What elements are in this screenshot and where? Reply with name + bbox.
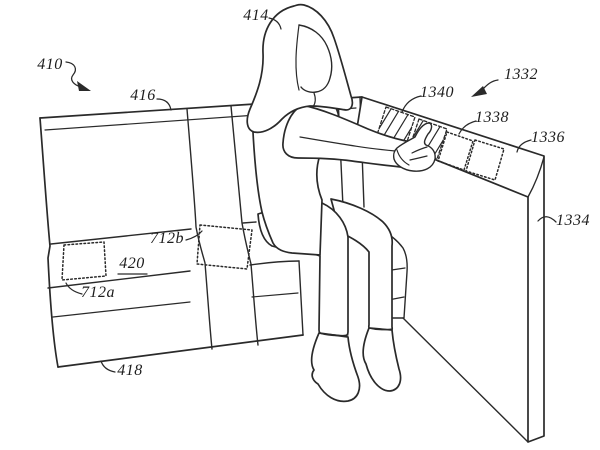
ref-label-416: 416 xyxy=(130,87,156,104)
leader-712b xyxy=(185,230,203,241)
leader-1338 xyxy=(458,120,477,135)
leader-1340 xyxy=(401,95,422,113)
ref-label-420: 420 xyxy=(119,255,145,272)
display-region-1338-a xyxy=(437,131,474,171)
person-face xyxy=(298,24,333,93)
seat-sensor-region-712b xyxy=(196,224,253,270)
reference-numerals: 410 416 414 1332 1340 1338 1336 1334 712… xyxy=(37,7,590,379)
ref-label-1332: 1332 xyxy=(504,66,538,83)
ref-label-414: 414 xyxy=(243,7,269,24)
leader-1336 xyxy=(516,139,532,153)
person-hand xyxy=(392,122,436,172)
person-hair xyxy=(246,3,354,134)
wall-cap-curve xyxy=(527,156,545,198)
ref-label-410: 410 xyxy=(37,56,63,73)
ref-label-418: 418 xyxy=(117,362,143,379)
seat-front-edge xyxy=(47,260,300,289)
seat-sensor-region-712a xyxy=(61,241,107,281)
ref-label-1338: 1338 xyxy=(475,109,509,126)
ref-label-1334: 1334 xyxy=(556,212,590,229)
leader-712a xyxy=(65,282,83,295)
bench-front-corner xyxy=(298,260,304,336)
ref-label-1340: 1340 xyxy=(420,84,454,101)
ref-label-712b: 712b xyxy=(150,230,184,247)
neck-line xyxy=(312,92,316,108)
bench-divider-band xyxy=(186,105,259,350)
arrowhead-410 xyxy=(77,81,91,91)
person-near-boot xyxy=(310,332,361,403)
leader-1334 xyxy=(537,216,557,223)
bench-bottom-edge xyxy=(57,334,304,368)
far-boot-cuff xyxy=(368,327,393,331)
ref-label-1336: 1336 xyxy=(531,129,565,146)
person-arms xyxy=(282,104,414,169)
ref-label-712a: 712a xyxy=(81,284,115,301)
leader-416 xyxy=(156,98,172,111)
bench-left-edge xyxy=(39,117,59,368)
person-far-boot xyxy=(362,327,402,392)
leader-414 xyxy=(268,17,282,30)
arrowhead-1332 xyxy=(471,86,487,97)
finger-lines xyxy=(396,146,428,166)
leader-1332 xyxy=(483,79,499,89)
floor-line xyxy=(402,317,529,443)
leader-418 xyxy=(100,360,116,373)
seated-person xyxy=(246,3,436,403)
hairline-strand xyxy=(295,24,300,91)
near-boot-cuff xyxy=(318,332,349,337)
seat-rear-edge xyxy=(50,221,257,245)
leader-410 xyxy=(65,61,82,88)
bench-front-seam xyxy=(52,292,299,318)
display-region-1338-b xyxy=(465,139,505,181)
